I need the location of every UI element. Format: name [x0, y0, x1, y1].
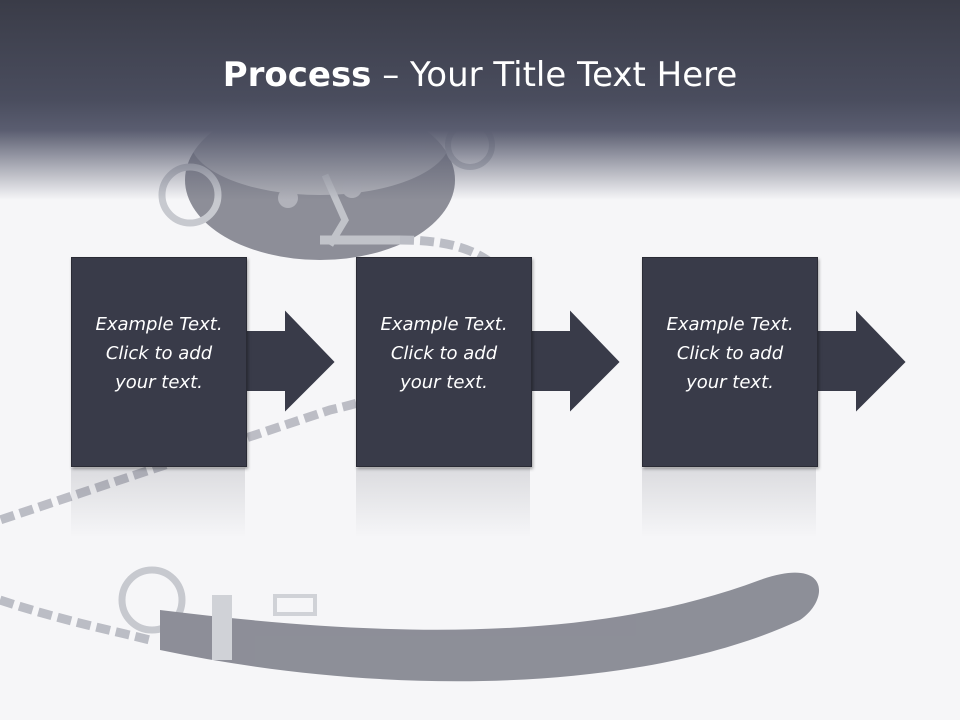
step-1-line-1: Example Text.: [95, 314, 223, 335]
step-3-box[interactable]: Example Text. Click to add your text.: [642, 257, 818, 467]
step-2-box[interactable]: Example Text. Click to add your text.: [356, 257, 532, 467]
step-1-reflection: [71, 468, 245, 538]
step-2-line-3: your text.: [400, 372, 488, 393]
step-1-line-3: your text.: [115, 372, 203, 393]
step-3-arrow: [810, 305, 909, 417]
step-2-arrow: [524, 305, 623, 417]
step-3-line-3: your text.: [686, 372, 774, 393]
step-2-text[interactable]: Example Text. Click to add your text.: [357, 310, 531, 397]
header-band: [0, 0, 960, 200]
title-bold: Process: [222, 55, 372, 95]
step-1-arrow: [239, 305, 338, 417]
step-2-line-2: Click to add: [390, 343, 498, 364]
step-1-text[interactable]: Example Text. Click to add your text.: [72, 310, 246, 397]
step-1-line-2: Click to add: [105, 343, 213, 364]
step-3-reflection: [642, 468, 816, 538]
title-rest: – Your Title Text Here: [371, 55, 738, 95]
step-3-line-1: Example Text.: [666, 314, 794, 335]
step-1-box[interactable]: Example Text. Click to add your text.: [71, 257, 247, 467]
step-2-line-1: Example Text.: [380, 314, 508, 335]
step-3-line-2: Click to add: [676, 343, 784, 364]
step-3-text[interactable]: Example Text. Click to add your text.: [643, 310, 817, 397]
step-2-reflection: [356, 468, 530, 538]
slide-title[interactable]: Process – Your Title Text Here: [0, 54, 960, 96]
